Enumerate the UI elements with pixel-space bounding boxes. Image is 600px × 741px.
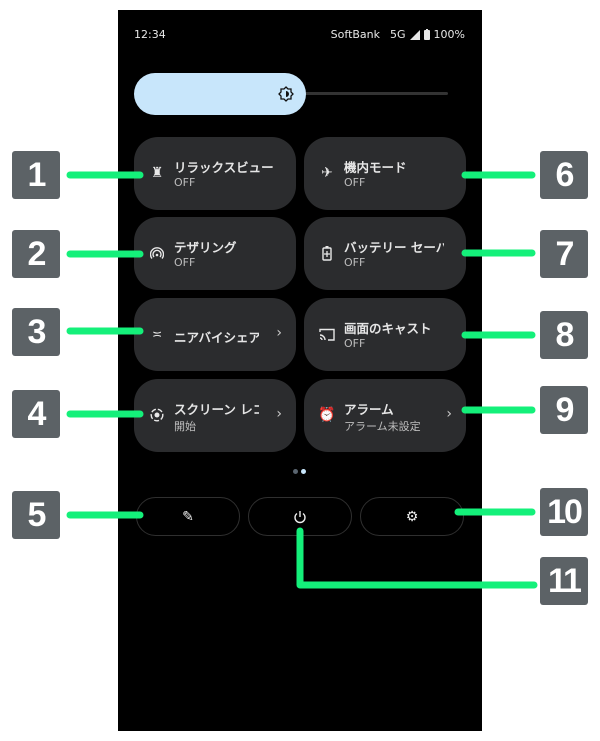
tile-tethering[interactable]: テザリング OFF (134, 217, 296, 290)
tile-airplane-mode[interactable]: ✈ 機内モード OFF (304, 137, 466, 210)
page-dot-2[interactable] (301, 469, 306, 474)
tile-label: アラーム (344, 402, 394, 417)
callout-5: 5 (12, 491, 60, 539)
callout-7: 7 (540, 230, 588, 278)
tile-label: 画面のキャスト (344, 321, 432, 336)
tile-status: OFF (344, 176, 366, 189)
chevron-right-icon: › (446, 406, 452, 422)
chevron-right-icon: › (276, 406, 282, 422)
tile-screen-cast[interactable]: 画面のキャスト OFF (304, 298, 466, 371)
callout-3: 3 (12, 308, 60, 356)
tile-label: テザリング (174, 240, 237, 255)
carrier: SoftBank (330, 28, 381, 41)
alarm-icon: ⏰ (318, 407, 336, 423)
signal-icon (409, 29, 420, 40)
brightness-track[interactable] (300, 92, 448, 95)
tile-screen-record[interactable]: スクリーン レコード 開始 › (134, 379, 296, 452)
settings-icon: ⚙ (405, 508, 419, 525)
status-time: 12:34 (134, 28, 166, 41)
tile-label: スクリーン レコード (174, 402, 259, 417)
callout-9: 9 (540, 386, 588, 434)
tile-label: ニアバイシェア (174, 330, 259, 345)
battery-icon (423, 29, 430, 40)
callout-4: 4 (12, 390, 60, 438)
tile-nearby-share[interactable]: ≍ ニアバイシェア › (134, 298, 296, 371)
airplane-icon: ✈ (321, 165, 333, 181)
status-icons: SoftBank 5G 100% (331, 28, 465, 41)
callout-6: 6 (540, 151, 588, 199)
tile-battery-saver[interactable]: バッテリー セーバー OFF (304, 217, 466, 290)
brightness-icon (278, 86, 294, 102)
tile-status: OFF (344, 337, 366, 350)
tile-status: OFF (344, 256, 366, 269)
tile-alarm[interactable]: ⏰ アラーム アラーム未設定 › (304, 379, 466, 452)
tile-status: アラーム未設定 (344, 420, 421, 433)
callout-1: 1 (12, 151, 60, 199)
screen-record-icon (148, 406, 166, 424)
brightness-slider[interactable] (134, 73, 306, 115)
tile-status: OFF (174, 176, 196, 189)
power-icon (294, 510, 306, 523)
callout-11: 11 (540, 557, 588, 605)
edit-icon: ✎ (182, 508, 194, 525)
settings-button[interactable]: ⚙ (360, 497, 464, 536)
tile-status: OFF (174, 256, 196, 269)
network-type: 5G (390, 28, 406, 41)
callout-2: 2 (12, 230, 60, 278)
callout-8: 8 (540, 311, 588, 359)
callout-10: 10 (540, 488, 588, 536)
tile-label: リラックスビュー (174, 160, 274, 175)
battery-percent: 100% (433, 28, 465, 41)
hotspot-icon (148, 244, 166, 262)
chevron-right-icon: › (276, 325, 282, 341)
cast-icon (318, 325, 336, 343)
tile-label: バッテリー セーバー (344, 240, 444, 255)
battery-saver-icon (318, 244, 336, 262)
tile-status: 開始 (174, 420, 196, 433)
lamp-icon: ♜ (150, 165, 164, 181)
page-dot-1[interactable] (293, 469, 298, 474)
tile-label: 機内モード (344, 160, 407, 175)
tile-relax-view[interactable]: ♜ リラックスビュー OFF (134, 137, 296, 210)
nearby-share-icon: ≍ (151, 327, 163, 341)
